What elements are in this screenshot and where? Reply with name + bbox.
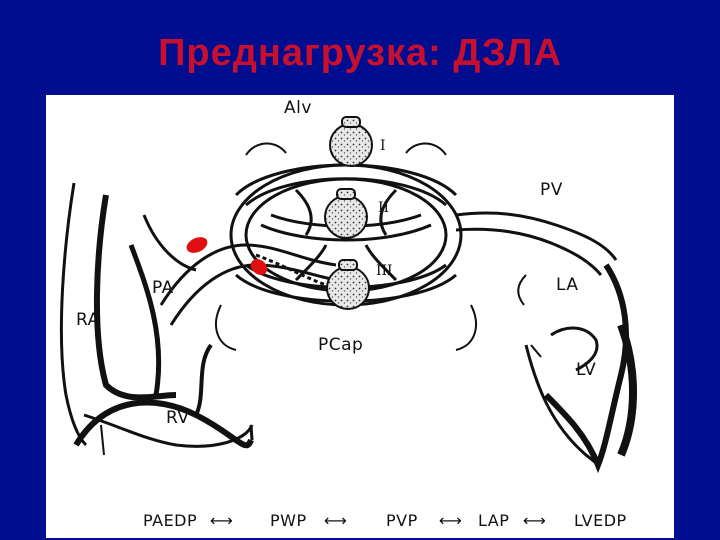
label-lv: LV: [576, 360, 596, 380]
flow-arrow-1: ⟷: [210, 511, 233, 530]
alveoli: [324, 116, 373, 310]
flow-item-pvp: PVP: [386, 511, 418, 530]
zone-label-1: I: [380, 138, 386, 154]
flow-item-lvedp: LVEDP: [574, 511, 627, 530]
alveolus-zone-1: [329, 123, 373, 167]
flow-item-pwp: PWP: [270, 511, 307, 530]
label-pa: PA: [152, 278, 174, 298]
right-heart: [59, 182, 254, 456]
heart-lung-diagram: Alv I II III PV PA RA RV LA LV PCap PAED…: [59, 98, 637, 530]
flow-arrow-4: ⟷: [523, 511, 546, 530]
flow-arrow-2: ⟷: [324, 511, 347, 530]
flow-item-paedp: PAEDP: [143, 511, 197, 530]
catheter-balloons: [186, 237, 268, 275]
flow-arrow-3: ⟷: [439, 511, 462, 530]
label-ra: RA: [76, 310, 100, 330]
alveolus-zone-2: [324, 195, 368, 239]
alveolus-zone-3: [326, 266, 370, 310]
label-pv: PV: [540, 180, 563, 200]
left-heart: [517, 263, 637, 474]
label-la: LA: [556, 275, 579, 295]
slide-title: Преднагрузка: ДЗЛА: [158, 32, 562, 74]
balloon-distal: [250, 259, 268, 275]
pressure-chain: PAEDP ⟷ PWP ⟷ PVP ⟷ LAP ⟷ LVEDP: [143, 511, 627, 530]
zone-label-3: III: [376, 263, 393, 279]
balloon-proximal: [186, 237, 208, 253]
label-alv: Alv: [284, 98, 312, 118]
flow-item-lap: LAP: [478, 511, 509, 530]
lung-vessels: [215, 142, 618, 351]
zone-label-2: II: [378, 200, 389, 216]
label-pcap: PCap: [318, 335, 363, 355]
diagram-panel: Alv I II III PV PA RA RV LA LV PCap PAED…: [46, 95, 674, 538]
label-rv: RV: [166, 408, 190, 428]
